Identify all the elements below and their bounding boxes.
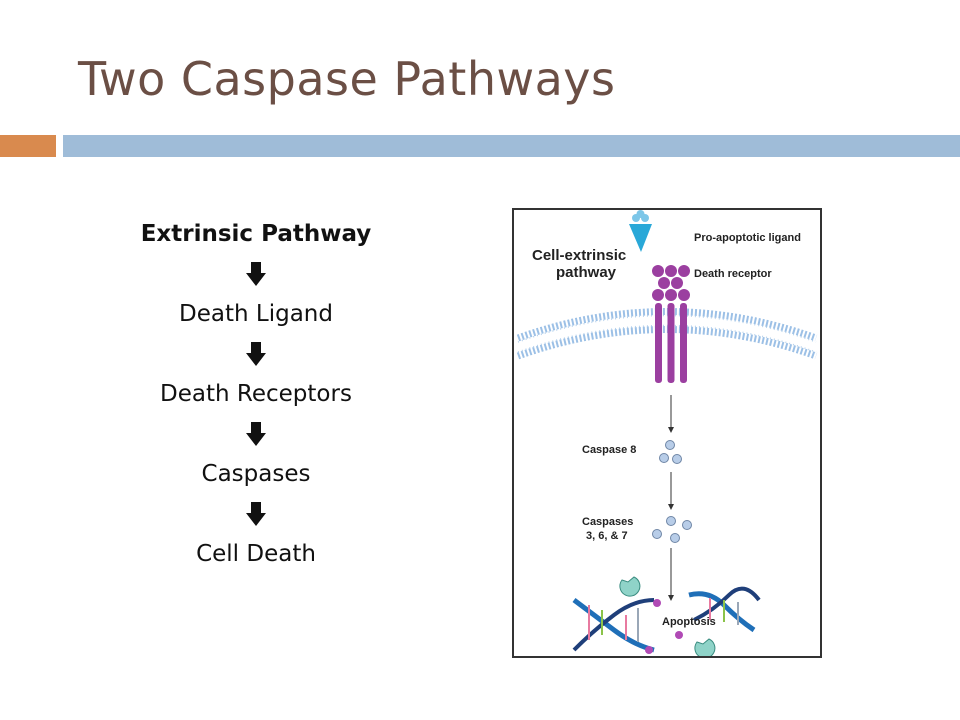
caspase8-label: Caspase 8 — [582, 444, 636, 456]
slide-title: Two Caspase Pathways — [78, 52, 616, 106]
ligand-label: Pro-apoptotic ligand — [694, 232, 801, 244]
caspases-label-line1: Caspases — [582, 516, 633, 528]
down-arrow-icon — [126, 494, 386, 534]
caspases-label-line2: 3, 6, & 7 — [586, 530, 628, 542]
caspase-3-6-7-icon — [652, 516, 692, 543]
death-receptor-icon — [652, 265, 690, 383]
apoptosis-label: Apoptosis — [662, 616, 716, 628]
enzyme-icon — [619, 576, 716, 656]
dna-right-icon — [688, 586, 761, 633]
cell-membrane — [516, 308, 818, 360]
pathway-figure: Cell-extrinsic pathway Pro-apoptotic lig… — [512, 208, 822, 658]
fragment-dots — [645, 599, 683, 654]
step-death-receptors: Death Receptors — [160, 381, 352, 407]
down-arrow-icon — [126, 414, 386, 454]
accent-bar-orange — [0, 135, 56, 157]
dna-left-icon — [572, 598, 655, 653]
accent-bar-blue — [63, 135, 960, 157]
receptor-label: Death receptor — [694, 268, 772, 280]
step-death-ligand: Death Ligand — [179, 301, 333, 327]
step-caspases: Caspases — [201, 461, 311, 487]
step-cell-death: Cell Death — [196, 541, 316, 567]
pathway-title-line2: pathway — [556, 264, 617, 281]
down-arrow-icon — [126, 334, 386, 374]
caspase8-icon — [659, 440, 682, 464]
flow-arrows — [668, 395, 674, 601]
pathway-list: Extrinsic Pathway Death Ligand Death Rec… — [126, 214, 386, 574]
pathway-title-line1: Cell-extrinsic — [532, 247, 626, 264]
pathway-heading: Extrinsic Pathway — [140, 221, 372, 247]
ligand-icon — [629, 210, 652, 252]
down-arrow-icon — [126, 254, 386, 294]
